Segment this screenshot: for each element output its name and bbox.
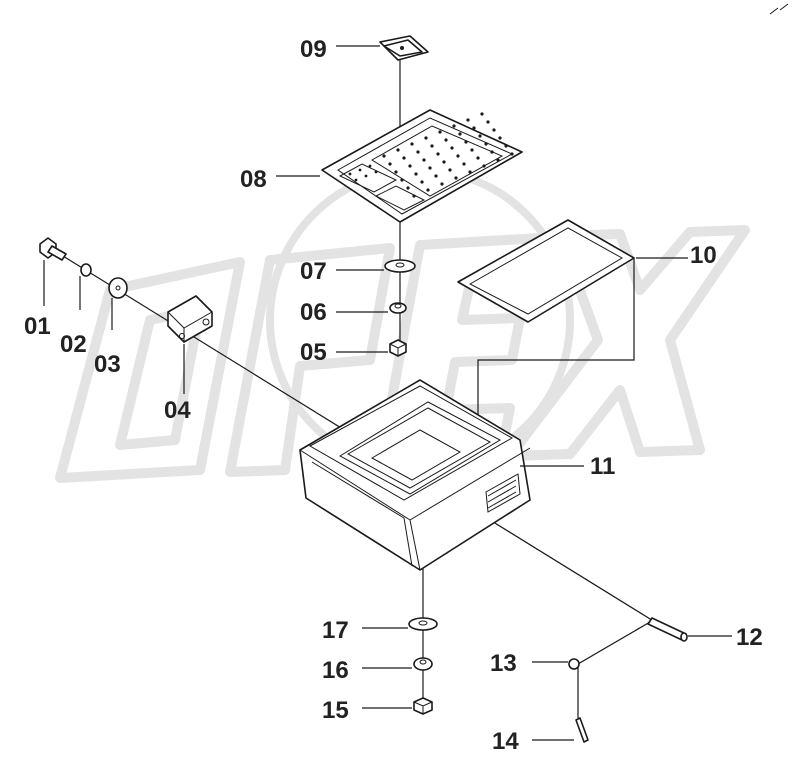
plate-hole <box>486 120 490 124</box>
plate-hole <box>484 142 488 146</box>
label-17: 17 <box>322 617 349 644</box>
plate-hole <box>490 150 494 154</box>
plate-hole <box>368 164 372 168</box>
part-16-lock-washer <box>413 657 433 671</box>
plate-hole <box>414 172 418 176</box>
label-16: 16 <box>322 657 349 684</box>
label-14: 14 <box>492 728 519 755</box>
part-15-nut <box>413 697 433 715</box>
part-13-clevis-pin <box>568 658 580 670</box>
label-05: 05 <box>300 339 327 366</box>
part-17-washer <box>408 617 438 631</box>
plate-hole <box>402 156 406 160</box>
label-10: 10 <box>690 242 717 269</box>
plate-hole <box>456 154 460 158</box>
plate-hole <box>448 168 452 172</box>
plate-hole <box>454 176 458 180</box>
part-14-cotter-pin <box>575 717 589 743</box>
plate-hole <box>462 162 466 166</box>
plate-hole <box>364 174 368 178</box>
plate-hole <box>408 164 412 168</box>
plate-hole <box>510 152 514 156</box>
plate-hole <box>354 178 358 182</box>
plate-hole <box>458 132 462 136</box>
plate-hole <box>496 158 500 162</box>
plate-hole <box>382 154 386 158</box>
plate-hole <box>470 148 474 152</box>
plate-hole <box>464 140 468 144</box>
plate-hole <box>394 170 398 174</box>
plate-hole <box>442 160 446 164</box>
plate-hole <box>472 126 476 130</box>
plate-hole <box>410 142 414 146</box>
plate-hole <box>498 136 502 140</box>
plate-hole <box>440 182 444 186</box>
label-07: 07 <box>300 258 327 285</box>
plate-hole <box>416 150 420 154</box>
label-01: 01 <box>24 313 51 340</box>
plate-hole <box>400 178 404 182</box>
leader-10-connector <box>477 258 635 450</box>
part-12-pin <box>647 617 688 642</box>
callout-labels: 09 08 10 07 06 05 01 02 03 04 11 12 13 1… <box>24 36 763 755</box>
part-04-bracket <box>167 295 213 343</box>
part-09-bracket <box>379 35 429 61</box>
leader-lines <box>43 45 732 741</box>
plate-hole <box>450 146 454 150</box>
label-06: 06 <box>300 299 327 326</box>
plate-hole <box>388 162 392 166</box>
plate-hole <box>466 118 470 122</box>
plate-hole <box>482 164 486 168</box>
plate-hole <box>452 124 456 128</box>
plate-hole <box>424 136 428 140</box>
part-01-bolt <box>39 237 67 261</box>
plate-hole <box>422 158 426 162</box>
plate-hole <box>478 134 482 138</box>
part-03-flat-washer <box>108 277 128 299</box>
plate-hole <box>504 144 508 148</box>
label-11: 11 <box>590 453 615 480</box>
label-08: 08 <box>240 166 267 193</box>
plate-hole <box>480 112 484 116</box>
label-15: 15 <box>322 697 349 724</box>
plate-hole <box>358 168 362 172</box>
plate-hole <box>426 188 430 192</box>
part-08-perforated-plate <box>321 109 523 223</box>
plate-hole <box>438 130 442 134</box>
plate-hole <box>348 172 352 176</box>
label-09: 09 <box>300 36 327 63</box>
part-07-washer <box>384 259 416 273</box>
plate-hole <box>396 148 400 152</box>
plate-hole <box>428 166 432 170</box>
label-12: 12 <box>736 624 763 651</box>
label-13: 13 <box>490 650 517 677</box>
part-06-lock-washer <box>389 302 407 314</box>
part-11-box <box>299 379 531 571</box>
plate-hole <box>412 194 416 198</box>
plate-hole <box>436 152 440 156</box>
plate-hole <box>444 138 448 142</box>
part-02-washer <box>80 263 92 277</box>
plate-hole <box>434 174 438 178</box>
label-04: 04 <box>164 397 191 424</box>
corner-marks <box>769 3 789 15</box>
plate-hole <box>468 170 472 174</box>
plate-hole <box>420 180 424 184</box>
label-03: 03 <box>94 351 121 378</box>
plate-hole <box>476 156 480 160</box>
label-02: 02 <box>60 331 87 358</box>
leader-12-13-14 <box>577 621 651 718</box>
plate-holes <box>348 112 514 198</box>
plate-hole <box>406 186 410 190</box>
part-05-nut <box>389 339 407 357</box>
plate-hole <box>374 170 378 174</box>
plate-hole <box>492 128 496 132</box>
plate-hole <box>430 144 434 148</box>
